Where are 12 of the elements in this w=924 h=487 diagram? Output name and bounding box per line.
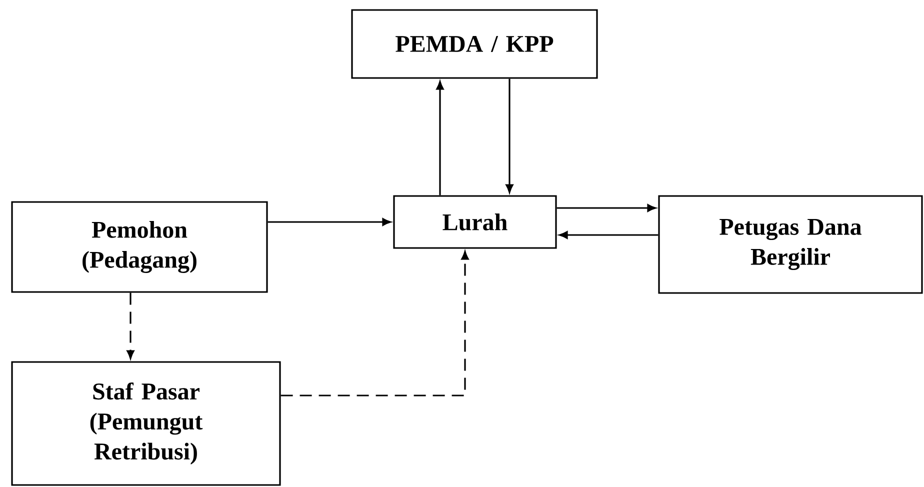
arrow <box>126 292 134 359</box>
process-box: Staf Pasar (Pemungut Retribusi) <box>11 361 281 486</box>
process-box: PEMDA / KPP <box>351 9 598 79</box>
arrow <box>436 81 444 196</box>
process-box: Pemohon (Pedagang) <box>11 201 268 293</box>
process-box: Petugas Dana Bergilir <box>658 195 923 294</box>
process-box: Lurah <box>393 195 557 249</box>
arrow <box>559 231 658 239</box>
arrow <box>556 204 656 212</box>
arrow <box>506 78 514 193</box>
arrow <box>268 218 391 226</box>
arrow <box>280 251 469 396</box>
